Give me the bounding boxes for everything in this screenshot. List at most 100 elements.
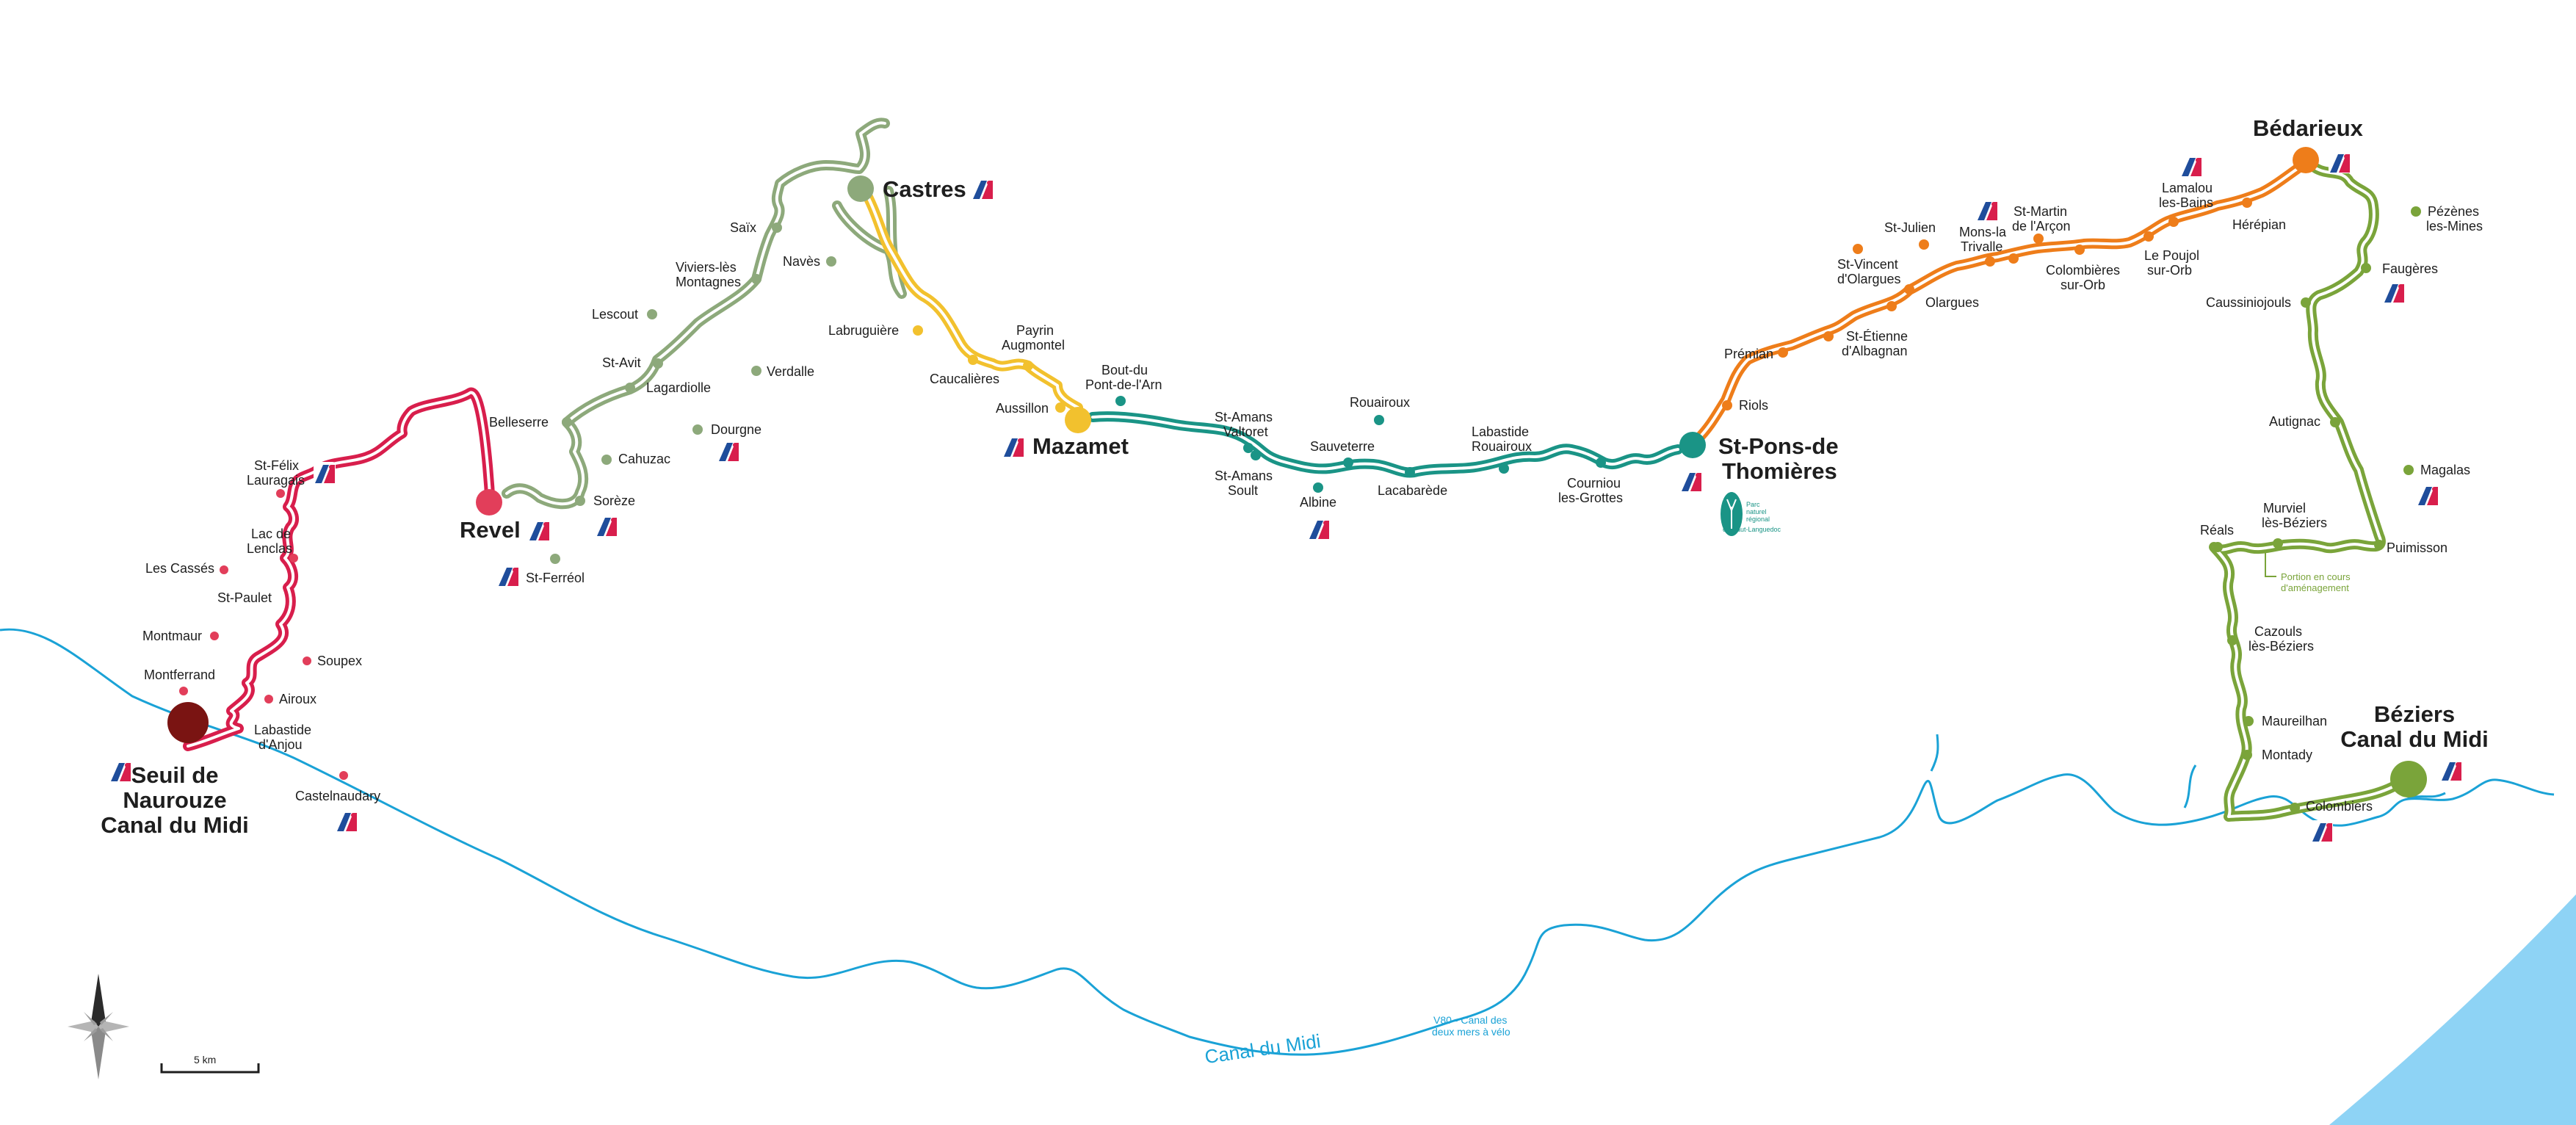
train-station-icon	[717, 440, 739, 462]
svg-text:St-Avit: St-Avit	[602, 355, 641, 370]
svg-text:Les Cassés: Les Cassés	[145, 561, 214, 576]
train-station-icon	[109, 760, 131, 782]
canal-branch-1	[1930, 734, 1939, 772]
svg-text:Lagardiolle: Lagardiolle	[646, 380, 711, 395]
place-dots-green	[550, 223, 836, 564]
svg-text:Olargues: Olargues	[1925, 295, 1979, 310]
svg-text:Colombiers: Colombiers	[2306, 799, 2373, 814]
canal-du-midi-label: Canal du Midi	[1204, 1030, 1323, 1068]
train-station-icon	[1002, 435, 1024, 457]
train-station-icon	[1308, 518, 1330, 540]
train-station-icon	[2417, 484, 2439, 506]
place-dots-yellow	[913, 325, 1066, 413]
train-station-icon	[972, 178, 994, 200]
town-name-line: Seuil de	[131, 762, 219, 788]
place-dots-teal	[1115, 396, 1606, 493]
train-station-icon	[1680, 470, 1702, 492]
svg-text:Réals: Réals	[2200, 523, 2234, 538]
svg-text:Riols: Riols	[1739, 398, 1768, 413]
major-town-revel: Revel	[460, 489, 550, 543]
canal-branch-3	[2406, 792, 2446, 800]
svg-text:Hérépian: Hérépian	[2232, 217, 2286, 232]
svg-text:Castelnaudary: Castelnaudary	[295, 789, 380, 803]
svg-text:Labruguière: Labruguière	[828, 323, 899, 338]
train-station-icon	[2383, 281, 2405, 303]
train-station-icon	[2329, 151, 2351, 173]
scale-label: 5 km	[194, 1054, 216, 1066]
svg-text:Montady: Montady	[2262, 748, 2312, 762]
svg-text:St-Ferréol: St-Ferréol	[526, 571, 585, 585]
town-name-line: Canal du Midi	[2340, 726, 2489, 752]
route-yellow	[858, 182, 1083, 413]
svg-text:Autignac: Autignac	[2269, 414, 2320, 429]
svg-text:Saïx: Saïx	[730, 220, 756, 235]
town-name-line: Canal du Midi	[101, 812, 249, 838]
svg-text:Cahuzac: Cahuzac	[618, 452, 670, 466]
svg-text:Aussillon: Aussillon	[996, 401, 1049, 416]
route-olive	[2209, 162, 2412, 822]
route-orange	[1693, 158, 2311, 444]
canal-du-midi-line	[0, 628, 2555, 1056]
svg-text:Dourgne: Dourgne	[711, 422, 761, 437]
svg-text:Puimisson: Puimisson	[2387, 540, 2447, 555]
major-town-bedarieux: Bédarieux	[2253, 115, 2364, 173]
svg-text:Montferrand: Montferrand	[144, 668, 215, 682]
place-dots-olive	[2213, 206, 2421, 813]
train-station-icon	[596, 515, 618, 537]
town-name: Revel	[460, 517, 521, 543]
svg-text:Maureilhan: Maureilhan	[2262, 714, 2327, 728]
train-station-icon	[2440, 759, 2462, 781]
train-station-icon	[528, 519, 550, 541]
svg-text:Faugères: Faugères	[2382, 261, 2438, 276]
svg-text:Sauveterre: Sauveterre	[1310, 439, 1375, 454]
svg-text:Navès: Navès	[783, 254, 820, 269]
town-name-line: Naurouze	[123, 787, 226, 813]
route-red	[183, 388, 496, 751]
scale-bar: 5 km	[160, 1054, 260, 1074]
svg-text:St-Paulet: St-Paulet	[217, 590, 272, 605]
svg-text:Soupex: Soupex	[317, 654, 362, 668]
svg-text:Caussiniojouls: Caussiniojouls	[2206, 295, 2291, 310]
compass-rose-icon	[68, 974, 129, 1079]
svg-text:St-Julien: St-Julien	[1884, 220, 1936, 235]
svg-text:Airoux: Airoux	[279, 692, 316, 706]
town-name: Bédarieux	[2253, 115, 2364, 141]
town-name: Mazamet	[1032, 433, 1129, 459]
svg-text:Verdalle: Verdalle	[767, 364, 814, 379]
svg-text:Caucalières: Caucalières	[930, 372, 999, 386]
train-station-icon	[2180, 155, 2202, 177]
town-name-line: St-Pons-de	[1718, 433, 1839, 459]
major-town-mazamet: Mazamet	[1002, 407, 1129, 459]
svg-text:Magalas: Magalas	[2420, 463, 2470, 477]
canal-branch-2	[2183, 764, 2197, 809]
sea	[2329, 894, 2576, 1125]
town-name-line: Béziers	[2374, 701, 2455, 727]
svg-text:Sorèze: Sorèze	[593, 493, 635, 508]
